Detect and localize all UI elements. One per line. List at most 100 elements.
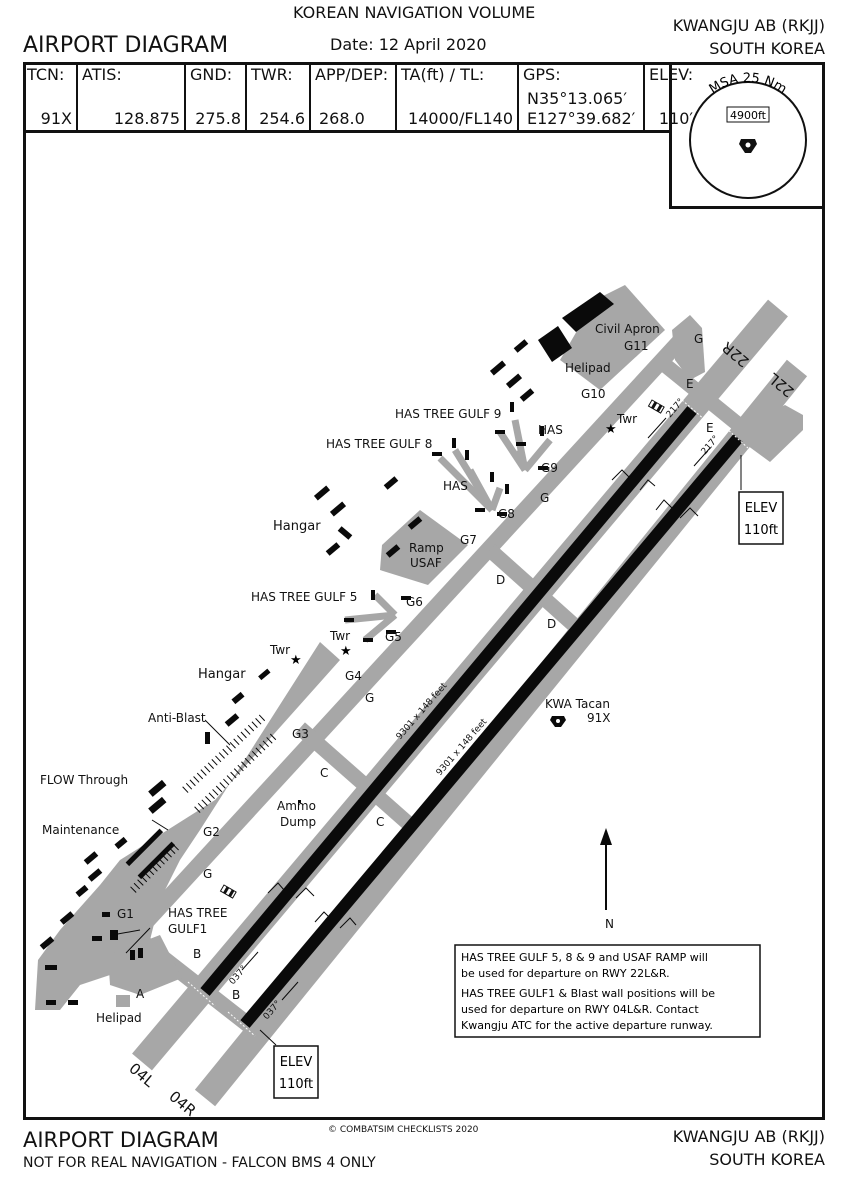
south-ramp — [108, 935, 182, 995]
tacan-icon — [739, 139, 757, 153]
gnd-value: 275.8 — [195, 109, 241, 128]
anti-blast-walls — [130, 712, 278, 893]
gps-cell: GPS: N35°13.065′E127°39.682′ — [519, 62, 645, 130]
apron-e-north — [740, 405, 803, 462]
tower-label-north: Twr — [616, 412, 637, 426]
has-label-south: HAS — [443, 479, 468, 493]
page-title: AIRPORT DIAGRAM — [23, 33, 229, 58]
volume-title: KOREAN NAVIGATION VOLUME — [293, 3, 536, 22]
north-label: N — [605, 917, 614, 931]
north-arrow-icon — [600, 828, 612, 910]
hangar-south-label: Hangar — [198, 667, 246, 682]
taxiway-e-connector — [660, 359, 750, 436]
taxiway-label-a: A — [136, 987, 145, 1001]
taxiway-label-g2: G2 — [203, 825, 220, 839]
tcn-label: TCN: — [27, 65, 65, 84]
elevation-north-label: ELEV — [745, 501, 778, 516]
elevation-box-south: ELEV 110ft — [273, 1045, 319, 1099]
gps-north: N35°13.065′ — [527, 89, 627, 108]
flow-through-label: FLOW Through — [40, 773, 128, 787]
tower-star-icon: ★ — [340, 644, 352, 659]
note-line: HAS TREE GULF 5, 8 & 9 and USAF RAMP wil… — [461, 951, 708, 964]
taxiway-label-g4: G4 — [345, 669, 362, 683]
ta-value: 14000/FL140 — [408, 109, 513, 128]
dump-label: Dump — [280, 815, 316, 829]
tcn-cell: TCN: 91X — [23, 62, 78, 130]
note-line: HAS TREE GULF1 & Blast wall positions wi… — [461, 987, 715, 1000]
ammo-dump-marker — [298, 800, 301, 803]
twr-label: TWR: — [251, 65, 293, 84]
taxiway-label-d-south: D — [547, 617, 556, 631]
civil-apron — [560, 285, 665, 390]
taxiway-label-e-south: E — [706, 421, 714, 435]
atis-value: 128.875 — [113, 109, 180, 128]
hold-short-markers — [267, 467, 699, 929]
has-label-north: HAS — [538, 423, 563, 437]
gps-east: E127°39.682′ — [527, 109, 636, 128]
tower-label-west: Twr — [269, 643, 290, 657]
atis-cell: ATIS: 128.875 — [78, 62, 186, 130]
taxiway-label-g6: G6 — [406, 595, 423, 609]
footer-title: AIRPORT DIAGRAM — [23, 1128, 219, 1152]
msa-altitude: 4900ft — [730, 109, 767, 122]
elevation-box-north: ELEV 110ft — [738, 491, 784, 545]
tacan-icon — [550, 716, 566, 727]
taxiway-label-g8: G8 — [498, 507, 515, 521]
tacan-label: KWA Tacan — [545, 697, 610, 711]
note-line: used for departure on RWY 04L&R. Contact — [461, 1003, 699, 1016]
helipad-south-label: Helipad — [96, 1011, 142, 1025]
taxiway-label-c-north: C — [320, 766, 328, 780]
usaf-label: USAF — [410, 556, 442, 570]
taxiway-label-g5: G5 — [385, 630, 402, 644]
taxiway-label-g-mid: G — [540, 491, 549, 505]
tacan-channel-label: 91X — [587, 711, 611, 725]
taxiway-d-connector — [485, 544, 580, 632]
note-line: Kwangju ATC for the active departure run… — [461, 1019, 713, 1032]
taxiway-label-g3: G3 — [292, 727, 309, 741]
has-tree-5-label: HAS TREE GULF 5 — [251, 590, 357, 604]
tower-star-icon: ★ — [605, 422, 617, 437]
msa-diagram: MSA 25 Nm 4900ft — [689, 71, 807, 199]
gnd-cell: GND:275.8 — [186, 62, 247, 130]
msa-box: MSA 25 Nm 4900ft — [669, 62, 825, 209]
taxiway-label-g9: G9 — [541, 461, 558, 475]
usaf-ramp — [380, 510, 468, 585]
runway-04r-22l — [240, 434, 743, 1028]
app-value: 268.0 — [319, 109, 365, 128]
taxiway-label-e-north: E — [686, 377, 694, 391]
main-ramp — [35, 642, 340, 1010]
departure-notes: HAS TREE GULF 5, 8 & 9 and USAF RAMP wil… — [454, 944, 761, 1038]
leader-lines — [111, 455, 742, 1046]
atis-label: ATIS: — [82, 65, 122, 84]
footer-airport: KWANGJU AB (RKJJ) — [672, 1127, 825, 1146]
msa-alt-box — [726, 106, 770, 123]
windsock-icon — [219, 884, 237, 899]
has-tree-8-branches — [437, 448, 504, 513]
msa-circle — [689, 81, 807, 199]
twr-value: 254.6 — [259, 109, 305, 128]
hangar-north-label: Hangar — [273, 519, 321, 534]
twr-cell: TWR: 254.6 — [247, 62, 311, 130]
terminal-building — [562, 292, 614, 332]
runway-04r-label: 04R — [165, 1087, 199, 1120]
taxiway-label-g10: G10 — [581, 387, 606, 401]
taxiway-labels: G G G G G1 G2 G3 G4 G5 G6 G7 G8 G9 G10 G… — [117, 332, 714, 1002]
windsock-icon — [647, 399, 665, 414]
note-line: be used for departure on RWY 22L&R. — [461, 967, 670, 980]
gps-label: GPS: — [523, 65, 561, 84]
has-tree-1-label: HAS TREE — [168, 906, 228, 920]
taxiway-label-g-far-south: G — [203, 867, 212, 881]
taxiway-g — [119, 324, 696, 951]
footer-disclaimer: NOT FOR REAL NAVIGATION - FALCON BMS 4 O… — [23, 1155, 376, 1171]
diagram-frame — [23, 62, 825, 1120]
taxiway-label-b-north: B — [193, 947, 201, 961]
elevation-south-value: 110ft — [279, 1077, 313, 1092]
has-tree-1-sublabel: GULF1 — [168, 922, 207, 936]
ammo-label: Ammo — [277, 799, 316, 813]
taxiway-label-g1: G1 — [117, 907, 134, 921]
app-cell: APP/DEP:268.0 — [311, 62, 397, 130]
tcn-value: 91X — [40, 109, 72, 128]
runway-04l-22r — [200, 406, 697, 996]
ta-label: TA(ft) / TL: — [401, 65, 485, 84]
